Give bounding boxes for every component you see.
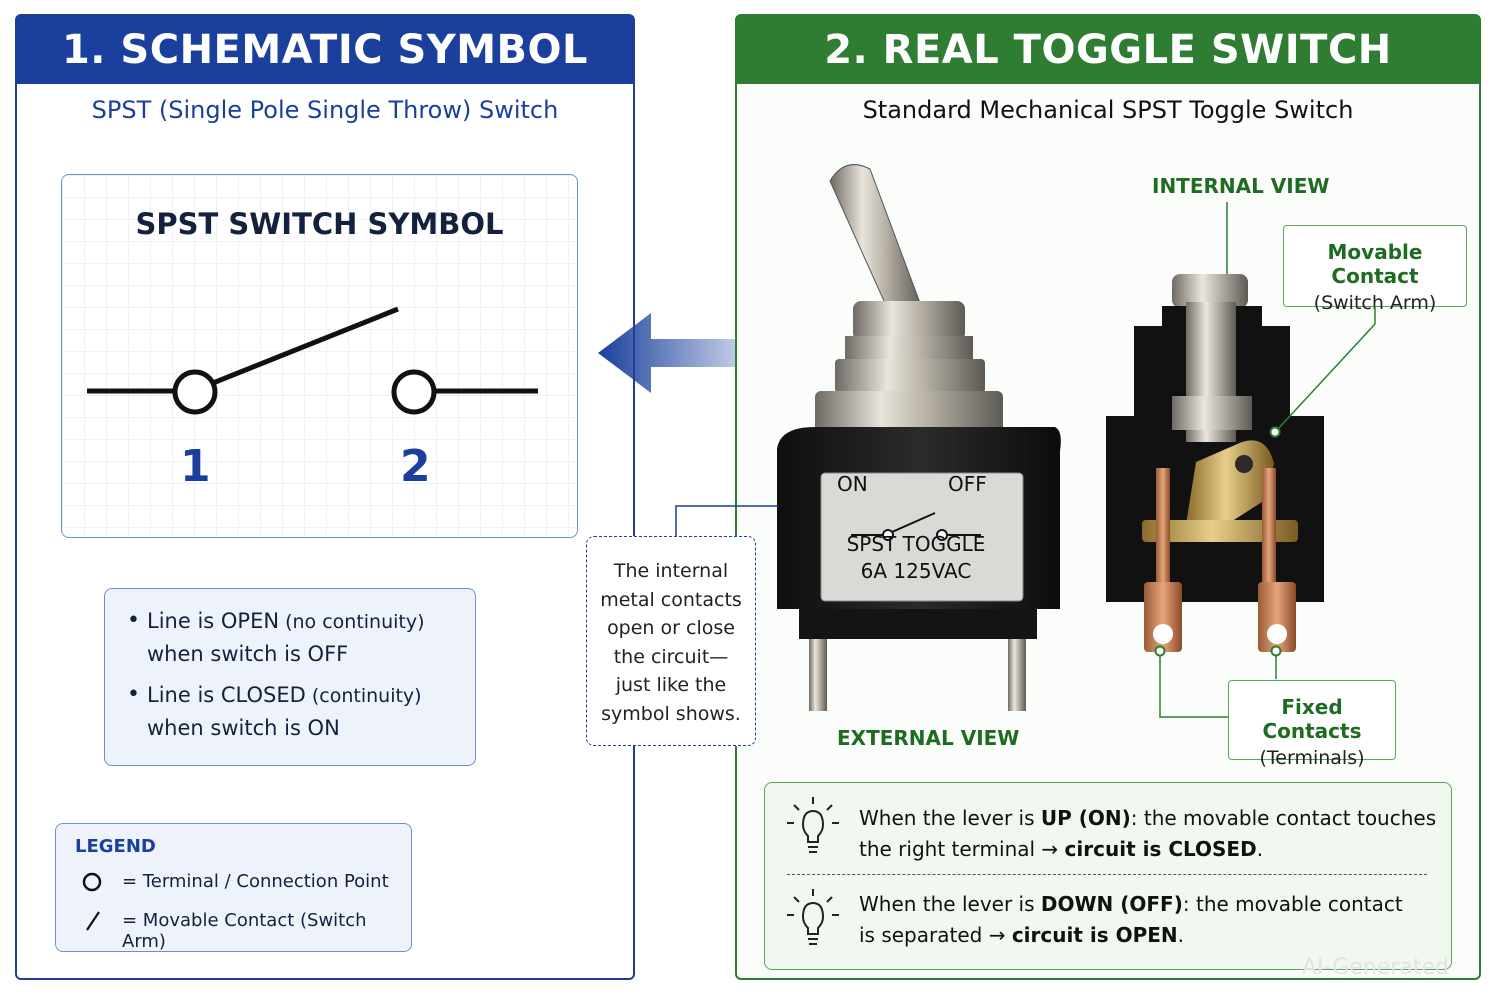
legend-arm-text: = Movable Contact (Switch Arm) (122, 910, 367, 952)
switch-arm-slash-icon (86, 911, 100, 931)
callout-line: just like the (615, 674, 727, 696)
plate-model-label: SPST TOGGLE (846, 532, 986, 556)
legend-card: LEGEND = Terminal / Connection Point = M… (55, 823, 412, 952)
symbol-card: SPST SWITCH SYMBOL 1 2 (61, 174, 578, 538)
legend-title: LEGEND (75, 836, 156, 857)
bullet-open: • Line is OPEN (no continuity) when swit… (127, 605, 425, 670)
terminal-2-circle (391, 369, 437, 415)
lightbulb-icon (787, 797, 839, 853)
spst-symbol-diagram (87, 306, 538, 415)
external-toggle-switch-illustration (777, 164, 1061, 711)
left-arrow-icon (598, 313, 788, 393)
terminal-1-label: 1 (180, 441, 211, 492)
external-view-label: EXTERNAL VIEW (837, 726, 1020, 750)
watermark: AI-Generated (1302, 955, 1449, 980)
terminal-2-label: 2 (400, 441, 431, 492)
plate-rating-label: 6A 125VAC (860, 559, 972, 583)
terminal-1-circle (172, 369, 218, 415)
note-lever-up: When the lever is UP (ON): the movable c… (859, 806, 1437, 861)
movable-contact-leader-line (1269, 306, 1376, 438)
bullet-dot-icon: • (127, 608, 140, 633)
legend-terminal-text: = Terminal / Connection Point (122, 871, 389, 892)
internal-toggle-switch-illustration (1106, 202, 1324, 652)
callout-line: The internal (613, 560, 729, 582)
plate-off-label: OFF (948, 472, 987, 496)
fixed-contacts-box: Fixed Contacts (Terminals) (1228, 680, 1396, 769)
toggle-header: 2. REAL TOGGLE SWITCH (737, 16, 1479, 84)
toggle-subtitle: Standard Mechanical SPST Toggle Switch (862, 96, 1354, 124)
fixed-contacts-leader-lines (1154, 645, 1282, 718)
notes-divider (787, 874, 1427, 875)
bullet-dot-icon: • (127, 682, 140, 707)
schematic-subtitle: SPST (Single Pole Single Throw) Switch (91, 96, 559, 124)
schematic-panel: 1. SCHEMATIC SYMBOL SPST (Single Pole Si… (15, 14, 635, 980)
schematic-header: 1. SCHEMATIC SYMBOL (17, 16, 633, 84)
plate-on-label: ON (837, 472, 868, 496)
toggle-switch-panel: 2. REAL TOGGLE SWITCH Standard Mechanica… (735, 14, 1481, 980)
internal-view-label: INTERNAL VIEW (1152, 174, 1330, 198)
fixed-contacts-subtitle: (Terminals) (1259, 747, 1365, 769)
callout-box: The internal metal contacts open or clos… (586, 536, 756, 746)
note-lever-down: When the lever is DOWN (OFF): the movabl… (859, 892, 1403, 947)
callout-line: metal contacts (600, 588, 742, 611)
behavior-notes-card: When the lever is UP (ON): the movable c… (764, 782, 1452, 970)
callout-leader-line (675, 505, 778, 537)
fixed-contacts-title: Fixed Contacts (1262, 695, 1362, 743)
movable-contact-subtitle: (Switch Arm) (1313, 292, 1437, 314)
movable-contact-title: Movable Contact (1327, 240, 1423, 288)
lightbulb-icon (787, 889, 839, 945)
callout-line: open or close (607, 617, 735, 639)
bullet-closed: • Line is CLOSED (continuity) when switc… (127, 679, 422, 744)
behavior-card: • Line is OPEN (no continuity) when swit… (104, 588, 476, 766)
callout-line: symbol shows. (601, 702, 741, 725)
switch-arm-line (212, 306, 399, 386)
symbol-title: SPST SWITCH SYMBOL (135, 207, 504, 241)
callout-line: the circuit— (613, 645, 729, 668)
terminal-circle-icon (82, 872, 102, 892)
movable-contact-box: Movable Contact (Switch Arm) (1283, 225, 1467, 314)
